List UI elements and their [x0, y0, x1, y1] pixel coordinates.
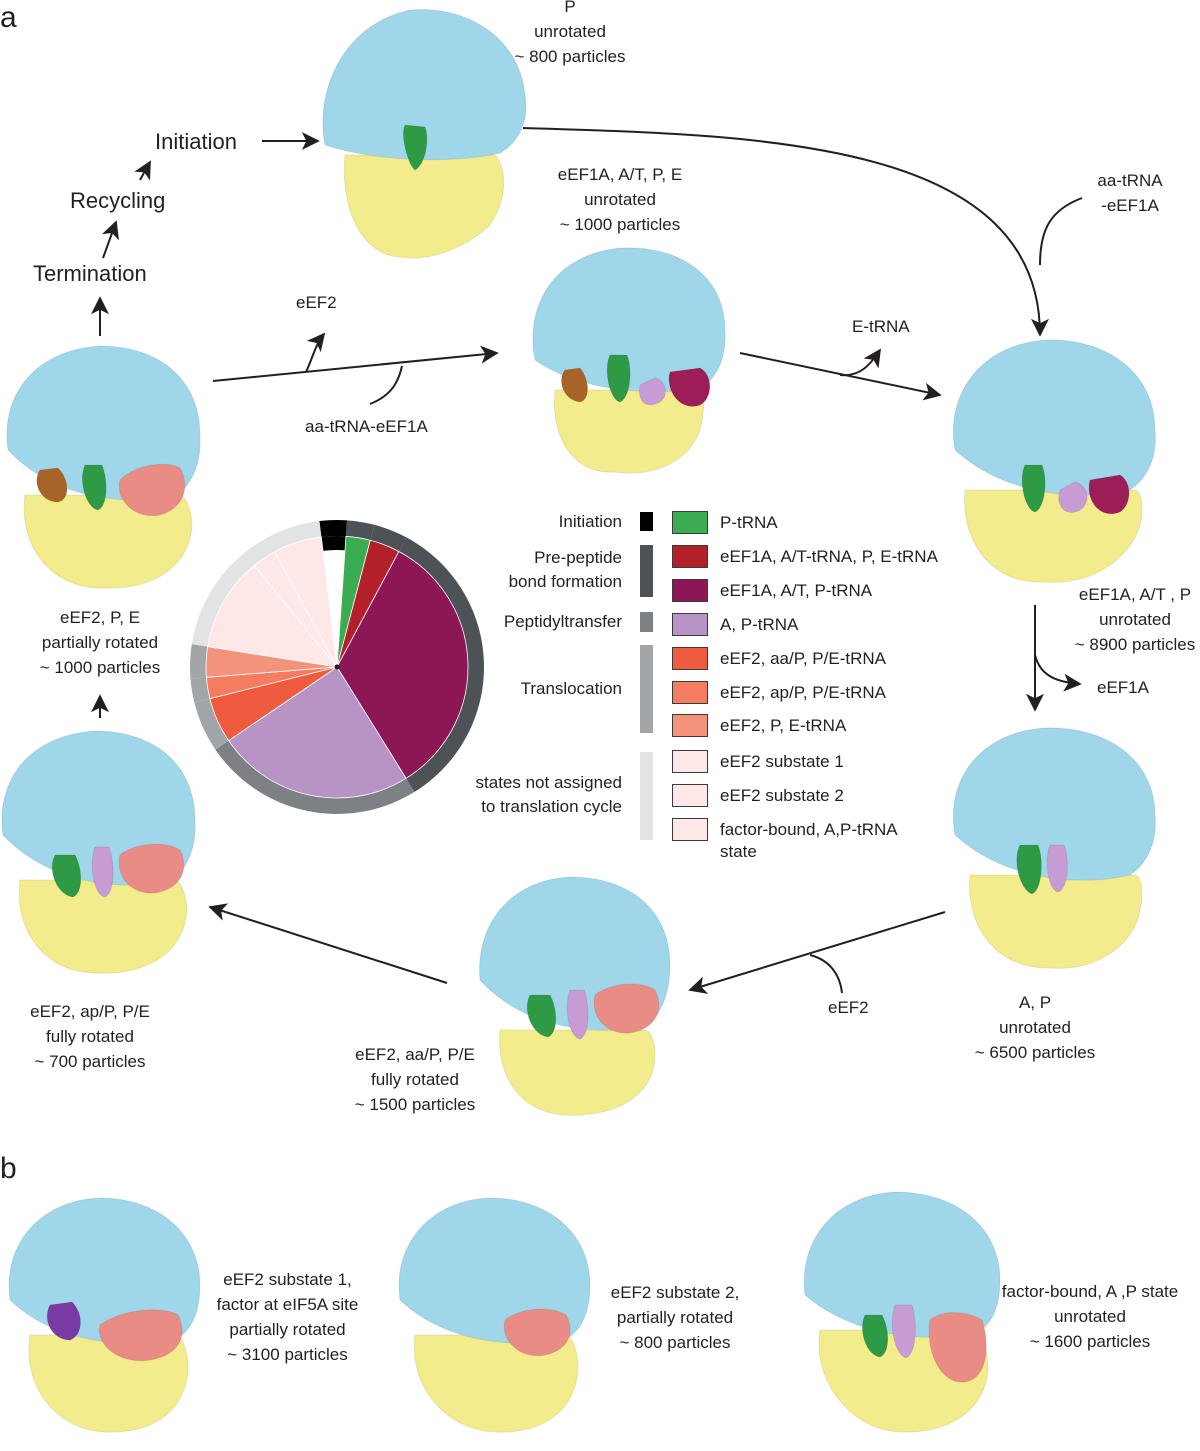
ribosome-eef2-aap-fully [479, 876, 671, 1116]
legend-item-label: eEF2 substate 1 [720, 752, 844, 771]
legend-swatch [672, 681, 708, 704]
arrow-eef1a-atpe-to-atp [739, 352, 942, 401]
ribosome-ap-unrotated [952, 727, 1156, 969]
legend-category-bar-unassigned [640, 752, 653, 840]
legend-swatch [672, 647, 708, 670]
legend-category-bar-prepeptide [640, 545, 653, 597]
arrow-etrna-out [839, 348, 881, 377]
arrow-label-aatrna-in: aa-tRNA-eEF1A [305, 417, 428, 436]
arrow-ap-to-eef2-aap [688, 911, 946, 994]
ribosome-p-unrotated [322, 9, 527, 259]
arrow-label-aatrna-eef1a: aa-tRNA-eEF1A [1097, 171, 1163, 215]
arrow-aatrna-branch-right [1039, 197, 1083, 266]
legend-category-peptidyltransfer: Peptidyltransfer [503, 612, 622, 631]
pie-ring-segment [370, 524, 407, 552]
legend-category-bar-peptidyltransfer [640, 612, 653, 632]
arrow-label-eef2-in: eEF2 [828, 998, 869, 1017]
ribosome-substate-1 [8, 1197, 201, 1433]
legend-category-bar-initiation [640, 512, 653, 531]
legend-swatch [672, 818, 708, 841]
step-termination: Termination [33, 261, 147, 286]
pie-ring-segment [215, 740, 415, 814]
ribosome-eef2-app-fully [1, 730, 196, 974]
step-initiation: Initiation [155, 129, 237, 154]
pie-ring-segment [244, 537, 275, 566]
pie-slice [207, 564, 338, 668]
legend-swatch [672, 784, 708, 807]
pie-ring-segment [266, 521, 322, 552]
pie-slice [228, 666, 407, 799]
pie-ring-segment [319, 520, 348, 537]
arrow-recycling-to-initiation [134, 160, 151, 181]
pie-ring-segment [190, 644, 208, 679]
legend-swatch [672, 511, 708, 534]
arrow-eef2-out [305, 332, 326, 373]
legend-swatch [672, 750, 708, 773]
legend-swatch [672, 714, 708, 737]
ribosome-eef1a-atpe [532, 247, 726, 474]
ribosome-eef2-pe-partial [6, 345, 201, 589]
pie-ring-segment [191, 553, 255, 647]
pie-slice-initiation [321, 535, 346, 551]
pie-slice [274, 536, 338, 668]
legend-item-label: eEF2 substate 2 [720, 786, 844, 805]
arrows [91, 127, 1083, 994]
state-label-substate-2: eEF2 substate 2,partially rotated~ 800 p… [610, 1283, 740, 1352]
arrow-label-eef2-out: eEF2 [296, 293, 337, 312]
arrow-aatrna-in-branch [369, 365, 403, 405]
pie-ring-segment [345, 520, 375, 541]
legend-item-label: eEF2, ap/P, P/E-tRNA [720, 683, 886, 702]
legend-swatch [672, 613, 708, 636]
legend-item-label: eEF1A, A/T, P-tRNA [720, 581, 873, 600]
pie-center [334, 664, 340, 670]
pie-chart [190, 520, 484, 814]
step-recycling: Recycling [70, 188, 166, 213]
legend-item-label: A, P-tRNA [720, 615, 799, 634]
legend-item-label: eEF1A, A/T-tRNA, P, E-tRNA [720, 547, 938, 566]
legend-item-label: eEF2, aa/P, P/E-tRNA [720, 649, 886, 668]
arrow-label-etrna-out: E-tRNA [852, 317, 910, 336]
legend-item-label: P-tRNA [720, 513, 778, 532]
arrow-p-to-eef1a-atp [522, 127, 1049, 337]
arrow-termination-to-recycling [102, 220, 119, 259]
pie-ring-segment [398, 537, 484, 792]
arrow-partial-to-eef1a-atpe [212, 345, 499, 382]
legend-category-bar-translocation [640, 645, 653, 733]
legend-item-label: factor-bound, A,P-tRNA state [720, 820, 897, 861]
legend-category-translocation: Translocation [520, 679, 622, 698]
panel-label-a: a [0, 1, 17, 34]
panel-label-b: b [0, 1152, 17, 1185]
arrow-label-eef1a-out: eEF1A [1097, 678, 1149, 697]
ribosome-factor-ap [803, 1191, 1001, 1433]
legend-category-initiation: Initiation [558, 512, 622, 531]
ribosome-eef1a-atp [952, 339, 1156, 583]
pie-ring-segment [194, 698, 229, 750]
arrow-aap-to-app [208, 903, 448, 984]
legend-item-label: eEF2, P, E-tRNA [720, 716, 847, 735]
arrow-eef2-in-bottom [809, 954, 843, 994]
ribosome-substate-2 [398, 1197, 591, 1433]
legend-swatch [672, 579, 708, 602]
arrow-eef1a-out [1034, 654, 1082, 692]
pie-slice [336, 550, 469, 779]
pie-ring-segment [190, 677, 210, 703]
legend-swatch [672, 545, 708, 568]
